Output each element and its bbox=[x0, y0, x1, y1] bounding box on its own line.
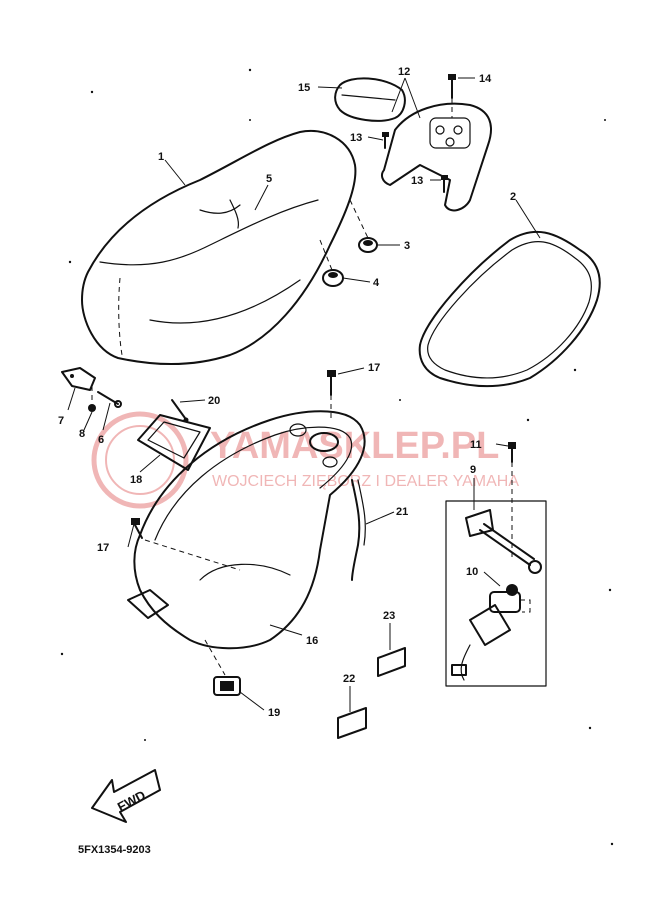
part-cover-plate[interactable] bbox=[137, 414, 211, 471]
label-part-23: 23 bbox=[383, 610, 395, 622]
part-clip[interactable] bbox=[213, 676, 241, 696]
part-nut-8[interactable] bbox=[88, 404, 96, 412]
label-part-10: 10 bbox=[466, 566, 478, 578]
label-part-18: 18 bbox=[130, 474, 142, 486]
label-part-12: 12 bbox=[398, 66, 410, 78]
label-part-5: 5 bbox=[266, 173, 272, 185]
part-label-22[interactable] bbox=[337, 707, 367, 739]
label-part-1: 1 bbox=[158, 151, 164, 163]
watermark-subtitle: WOJCIECH ZIĘBORZ I DEALER YAMAHA bbox=[212, 473, 519, 490]
fwd-label: FWD bbox=[115, 787, 148, 814]
watermark: YAMASKLEP.PL WOJCIECH ZIĘBORZ I DEALER Y… bbox=[91, 411, 519, 509]
label-part-11: 11 bbox=[470, 439, 482, 451]
part-luggage-box[interactable] bbox=[127, 410, 366, 650]
label-part-15: 15 bbox=[298, 82, 310, 94]
part-bolt-17a[interactable] bbox=[327, 370, 336, 418]
part-seat[interactable] bbox=[81, 129, 357, 365]
part-grip-cover[interactable] bbox=[334, 77, 406, 122]
label-part-3: 3 bbox=[404, 240, 410, 252]
part-screw-20[interactable] bbox=[171, 399, 189, 423]
part-bolt-14[interactable] bbox=[448, 74, 456, 118]
label-part-8: 8 bbox=[79, 428, 85, 440]
part-bolt-13a[interactable] bbox=[382, 132, 389, 149]
label-part-9: 9 bbox=[470, 464, 476, 476]
label-part-16: 16 bbox=[306, 635, 318, 647]
label-part-17a: 17 bbox=[368, 362, 380, 374]
watermark-logo-inner bbox=[105, 425, 175, 495]
part-seal[interactable] bbox=[418, 230, 601, 388]
fwd-arrow: FWD bbox=[91, 769, 161, 823]
label-part-2: 2 bbox=[510, 191, 516, 203]
part-hinge[interactable] bbox=[61, 367, 96, 391]
part-screw-11[interactable] bbox=[508, 442, 516, 560]
part-bolt-6[interactable] bbox=[97, 391, 122, 408]
label-part-17b: 17 bbox=[97, 542, 109, 554]
watermark-title: YAMASKLEP.PL bbox=[210, 425, 499, 467]
label-part-6: 6 bbox=[98, 434, 104, 446]
label-part-13a: 13 bbox=[350, 132, 362, 144]
speckles bbox=[60, 68, 614, 846]
part-label-23[interactable] bbox=[377, 647, 406, 677]
label-part-4: 4 bbox=[373, 277, 380, 289]
part-bolt-13b[interactable] bbox=[441, 175, 448, 193]
part-damper-4[interactable] bbox=[322, 269, 344, 287]
label-part-21: 21 bbox=[396, 506, 408, 518]
label-part-22: 22 bbox=[343, 673, 355, 685]
label-part-19: 19 bbox=[268, 707, 280, 719]
watermark-logo-ring bbox=[91, 411, 189, 509]
part-lock-cylinder-10[interactable] bbox=[451, 584, 521, 681]
label-part-13b: 13 bbox=[411, 175, 423, 187]
part-lock-rod-9[interactable] bbox=[465, 509, 542, 574]
diagram-code: 5FX1354-9203 bbox=[78, 844, 151, 856]
part-carrier[interactable] bbox=[381, 102, 492, 212]
part-bolt-17b[interactable] bbox=[131, 518, 143, 539]
part-cable[interactable] bbox=[351, 479, 366, 581]
label-part-14: 14 bbox=[479, 73, 492, 85]
part-lock-box bbox=[445, 500, 547, 687]
label-part-20: 20 bbox=[208, 395, 220, 407]
part-damper-3[interactable] bbox=[358, 237, 378, 253]
label-part-7: 7 bbox=[58, 415, 64, 427]
